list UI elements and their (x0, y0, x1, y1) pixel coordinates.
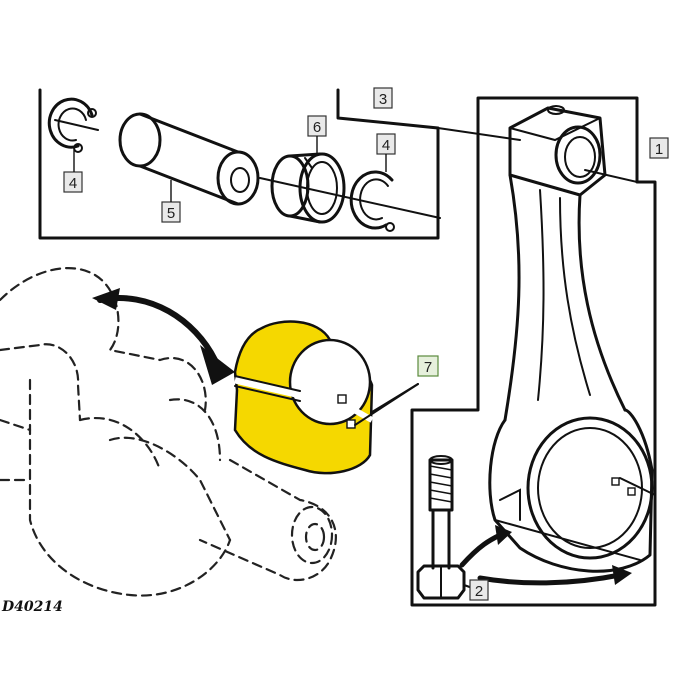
piston-pin (118, 112, 260, 206)
arrow-screw-to-rod (459, 525, 632, 586)
snap-ring-right (349, 170, 395, 232)
leader-line (619, 477, 656, 496)
leader-line (437, 127, 521, 141)
svg-text:4: 4 (382, 137, 390, 154)
leader-line (354, 383, 419, 426)
callout-4-right: 4 (376, 133, 396, 155)
callout-4-left: 4 (63, 171, 83, 193)
svg-text:7: 7 (424, 359, 432, 376)
callout-5: 5 (161, 201, 181, 223)
right-panel-outline (410, 96, 657, 607)
leader-line (54, 119, 99, 131)
arrow-to-bearing (92, 288, 235, 385)
leader-line (584, 169, 638, 183)
callout-6: 6 (307, 115, 327, 137)
connecting-rod (488, 105, 654, 573)
drawing-code: D40214 (1, 599, 63, 615)
callout-7: 7 (417, 355, 439, 377)
rod-bearing-insert (233, 320, 374, 475)
callout-3: 3 (373, 87, 393, 109)
snap-ring-left (47, 97, 97, 153)
crankshaft-phantom (0, 267, 337, 597)
svg-text:1: 1 (655, 141, 663, 158)
callout-1: 1 (649, 137, 669, 159)
svg-text:4: 4 (69, 175, 77, 192)
svg-text:6: 6 (313, 119, 321, 136)
svg-text:3: 3 (379, 91, 387, 108)
top-panel-outline (38, 88, 440, 240)
rod-cap-screw (416, 455, 479, 600)
pin-bushing (270, 152, 346, 224)
callout-2: 2 (469, 579, 489, 601)
svg-text:2: 2 (475, 583, 483, 600)
svg-text:5: 5 (167, 205, 175, 222)
